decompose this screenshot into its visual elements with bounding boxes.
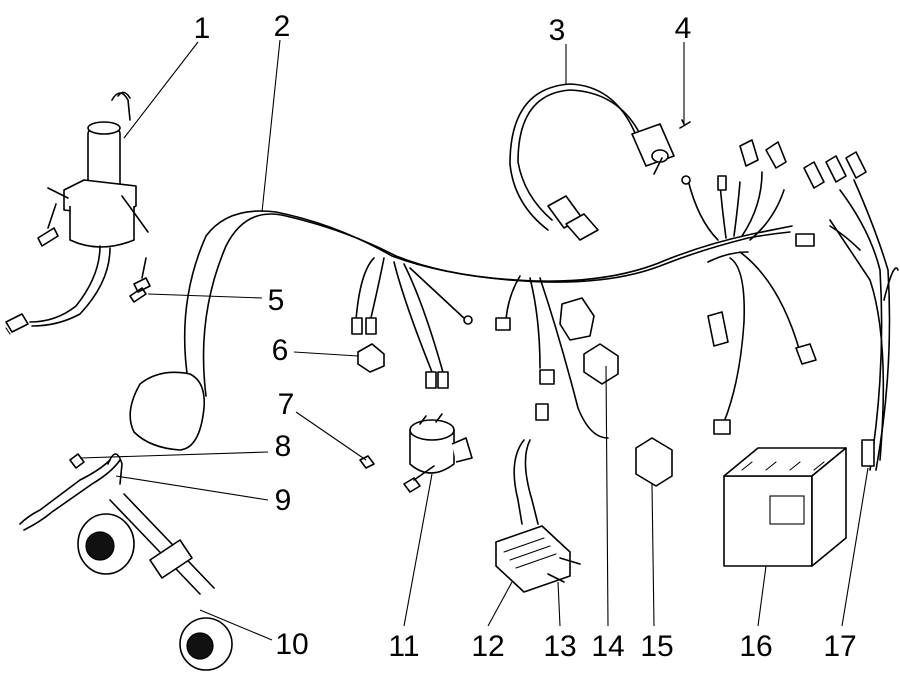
callout-6: 6 [272, 334, 289, 367]
relay-14 [583, 343, 619, 385]
callout-14: 14 [591, 630, 624, 663]
leader-6 [293, 351, 359, 357]
callout-8: 8 [275, 430, 292, 463]
leader-5 [147, 293, 263, 299]
relay-clip [357, 343, 385, 373]
callout-13: 13 [543, 630, 576, 663]
callout-17: 17 [823, 630, 856, 663]
leader-11 [403, 473, 433, 627]
callout-9: 9 [275, 484, 292, 517]
bolt-5 [129, 287, 147, 303]
battery [723, 447, 847, 567]
callout-10: 10 [275, 628, 308, 661]
leader-13 [557, 581, 561, 627]
ignition-switch [5, 91, 151, 335]
horn-bracket [19, 453, 123, 531]
ignition-coil [631, 119, 691, 175]
callout-15: 15 [640, 630, 673, 663]
horns [77, 493, 233, 671]
callout-5: 5 [268, 284, 285, 317]
wire-subharness [803, 151, 899, 471]
spark-plug-cap-lead [509, 83, 645, 241]
leader-16 [757, 565, 767, 627]
flasher-relay [635, 437, 673, 487]
leader-lines [79, 39, 869, 641]
leader-7 [295, 411, 367, 461]
callout-12: 12 [471, 630, 504, 663]
leader-1 [123, 41, 199, 139]
callout-16: 16 [739, 630, 772, 663]
callout-2: 2 [274, 10, 291, 43]
callout-1: 1 [194, 12, 211, 45]
leader-8 [79, 451, 269, 459]
callout-11: 11 [388, 630, 419, 663]
starter-relay [359, 413, 473, 493]
leader-2 [261, 39, 281, 213]
regulator-rectifier [495, 403, 581, 593]
callout-labels: 1 2 3 4 5 6 7 8 9 10 11 12 13 14 15 16 1… [194, 10, 857, 663]
callout-3: 3 [549, 14, 566, 47]
leader-17 [841, 467, 869, 627]
wire-harness [129, 139, 817, 451]
callout-4: 4 [675, 12, 692, 45]
leader-9 [115, 475, 269, 501]
leader-12 [487, 581, 513, 627]
leader-10 [199, 609, 273, 641]
leader-14 [605, 365, 609, 627]
leader-15 [651, 483, 655, 627]
callout-7: 7 [278, 388, 295, 421]
